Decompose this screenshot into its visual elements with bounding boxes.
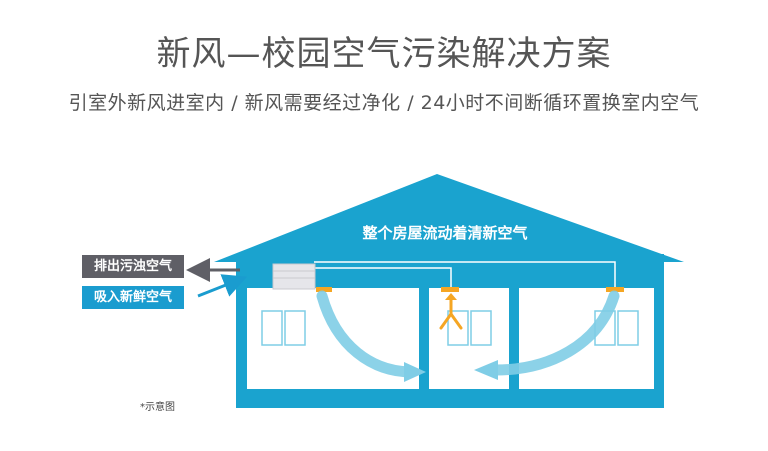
airflow-left bbox=[316, 290, 418, 378]
duct-line-middle bbox=[314, 267, 452, 288]
airflow-right bbox=[490, 290, 620, 376]
window-middle bbox=[447, 310, 492, 346]
page-subtitle: 引室外新风进室内 / 新风需要经过净化 / 24小时不间断循环置换室内空气 bbox=[68, 92, 700, 114]
intake-arrow bbox=[197, 274, 248, 298]
schematic-note: *示意图 bbox=[140, 402, 175, 413]
window-left bbox=[261, 310, 306, 346]
ventilation-unit bbox=[272, 263, 316, 290]
vent-middle bbox=[441, 287, 459, 292]
vent-right bbox=[606, 287, 624, 292]
intake-label: 吸入新鲜空气 bbox=[82, 286, 184, 309]
roof-label: 整个房屋流动着清新空气 bbox=[362, 224, 528, 242]
duct-line-right bbox=[314, 261, 616, 288]
page-title: 新风—校园空气污染解决方案 bbox=[156, 34, 612, 74]
house-roof bbox=[214, 174, 684, 262]
vent-left bbox=[316, 287, 332, 292]
exhaust-label: 排出污浊空气 bbox=[82, 255, 184, 278]
